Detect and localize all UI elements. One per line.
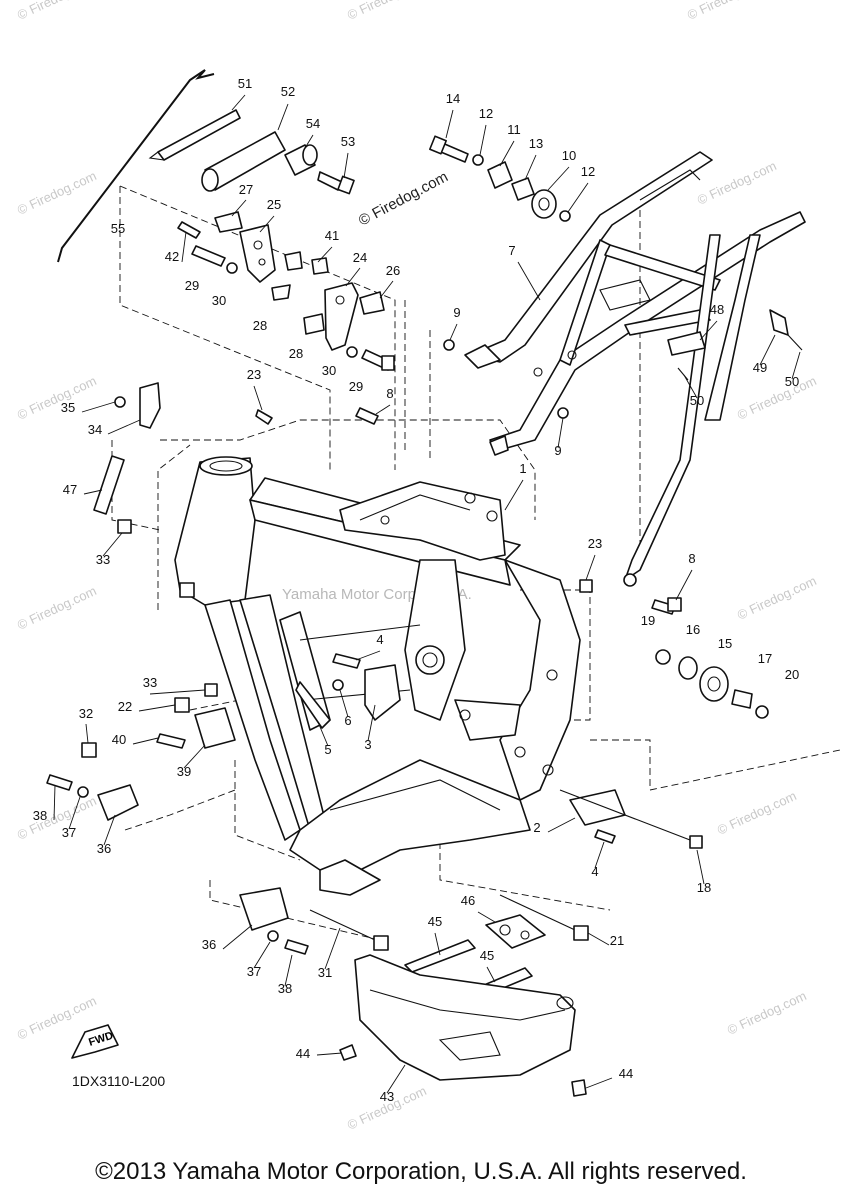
firedog-watermark: © Firedog.com [715,788,799,838]
callout-33: 33 [96,552,110,567]
callout-20: 20 [785,667,799,682]
callout-12: 12 [581,164,595,179]
callout-44: 44 [296,1046,310,1061]
callout-30: 30 [212,293,226,308]
callout-42: 42 [165,249,179,264]
callout-28: 28 [253,318,267,333]
callout-48: 48 [710,302,724,317]
callout-32: 32 [79,706,93,721]
callout-9: 9 [554,443,561,458]
callout-31: 31 [318,965,332,980]
callout-8: 8 [688,551,695,566]
callout-50: 50 [690,393,704,408]
callout-37: 37 [62,825,76,840]
callout-45: 45 [428,914,442,929]
callout-50: 50 [785,374,799,389]
hardware-parts [46,69,803,1097]
callout-34: 34 [88,422,102,437]
callout-19: 19 [641,613,655,628]
callout-15: 15 [718,636,732,651]
firedog-watermark: © Firedog.com [15,583,99,633]
callout-29: 29 [349,379,363,394]
firedog-watermark: © Firedog.com [735,373,819,423]
callout-27: 27 [239,182,253,197]
callout-18: 18 [697,880,711,895]
callout-23: 23 [247,367,261,382]
callout-11: 11 [507,122,521,137]
callout-36: 36 [202,937,216,952]
firedog-watermark-main: © Firedog.com [356,168,451,229]
assembly-dashed-boxes [111,185,841,941]
callout-4: 4 [376,632,383,647]
callout-54: 54 [306,116,320,131]
callout-35: 35 [61,400,75,415]
callout-38: 38 [33,808,47,823]
callout-13: 13 [529,136,543,151]
drawing-code: 1DX3110-L200 [72,1073,166,1089]
callout-39: 39 [177,764,191,779]
callout-26: 26 [386,263,400,278]
callout-52: 52 [281,84,295,99]
rear-subframe [464,151,806,587]
callout-41: 41 [325,228,339,243]
fwd-arrow: FWD [71,1024,119,1059]
firedog-watermark: © Firedog.com [345,0,429,23]
callout-51: 51 [238,76,252,91]
firedog-watermark: © Firedog.com [15,168,99,218]
callout-24: 24 [353,250,367,265]
callout-layer: 5152545355272542293041242628283029141211… [33,76,799,1104]
callout-25: 25 [267,197,281,212]
firedog-watermark: © Firedog.com [15,373,99,423]
copyright-footer: ©2013 Yamaha Motor Corporation, U.S.A. A… [95,1158,747,1185]
callout-16: 16 [686,622,700,637]
callout-28: 28 [289,346,303,361]
callout-46: 46 [461,893,475,908]
main-frame [174,456,581,896]
callout-45: 45 [480,948,494,963]
callout-14: 14 [446,91,460,106]
callout-17: 17 [758,651,772,666]
leader-lines [53,94,801,1094]
callout-40: 40 [112,732,126,747]
callout-6: 6 [344,713,351,728]
callout-5: 5 [324,742,331,757]
callout-30: 30 [322,363,336,378]
callout-23: 23 [588,536,602,551]
firedog-watermark: © Firedog.com [15,0,99,23]
callout-29: 29 [185,278,199,293]
callout-33: 33 [143,675,157,690]
callout-22: 22 [118,699,132,714]
callout-8: 8 [386,386,393,401]
callout-43: 43 [380,1089,394,1104]
callout-10: 10 [562,148,576,163]
firedog-watermark: © Firedog.com [725,988,809,1038]
callout-1: 1 [519,461,526,476]
firedog-watermark: © Firedog.com [695,158,779,208]
callout-47: 47 [63,482,77,497]
callout-44: 44 [619,1066,633,1081]
firedog-watermark: © Firedog.com [15,793,99,843]
callout-21: 21 [610,933,624,948]
callout-9: 9 [453,305,460,320]
callout-2: 2 [533,820,540,835]
callout-3: 3 [364,737,371,752]
callout-37: 37 [247,964,261,979]
firedog-watermark: © Firedog.com [735,573,819,623]
callout-53: 53 [341,134,355,149]
firedog-watermark: © Firedog.com [685,0,769,23]
callout-49: 49 [753,360,767,375]
callout-12: 12 [479,106,493,121]
callout-7: 7 [508,243,515,258]
callout-36: 36 [97,841,111,856]
callout-4: 4 [591,864,598,879]
callout-55: 55 [111,221,125,236]
callout-38: 38 [278,981,292,996]
